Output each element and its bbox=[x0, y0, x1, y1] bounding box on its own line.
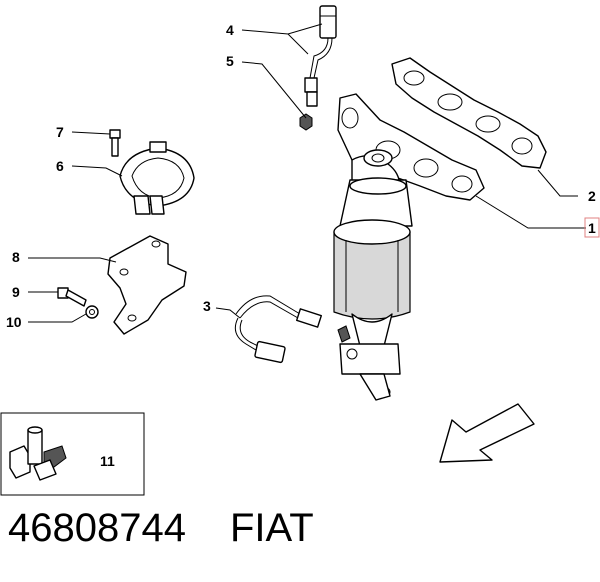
bracket-washer bbox=[85, 305, 99, 319]
callout-2: 2 bbox=[588, 188, 596, 204]
kit-box bbox=[0, 412, 145, 496]
callout-8: 8 bbox=[12, 249, 20, 265]
callout-11: 11 bbox=[100, 453, 115, 469]
clamp-bolt bbox=[109, 129, 121, 157]
manifold-gasket bbox=[391, 57, 547, 169]
brand-name: FIAT bbox=[229, 506, 314, 550]
front-direction-arrow bbox=[439, 403, 535, 463]
callout-4: 4 bbox=[226, 22, 234, 38]
bracket-screw bbox=[57, 287, 87, 307]
downstream-oxygen-sensor bbox=[234, 295, 323, 364]
callout-1: 1 bbox=[588, 220, 596, 236]
footer-caption: 46808744 FIAT bbox=[8, 506, 314, 551]
upstream-oxygen-sensor bbox=[304, 5, 337, 107]
sensor-nut bbox=[299, 113, 313, 131]
part-number: 46808744 bbox=[8, 506, 186, 550]
callout-5: 5 bbox=[226, 53, 234, 69]
part-1-highlight bbox=[584, 217, 600, 238]
manifold-catalytic-converter bbox=[333, 93, 485, 401]
callout-7: 7 bbox=[56, 124, 64, 140]
leader-lines bbox=[28, 23, 586, 323]
kit-icon bbox=[9, 426, 67, 481]
callout-6: 6 bbox=[56, 158, 64, 174]
exhaust-clamp bbox=[119, 141, 195, 215]
callout-10: 10 bbox=[6, 314, 22, 330]
callout-9: 9 bbox=[12, 284, 20, 300]
support-bracket bbox=[107, 235, 187, 335]
callout-3: 3 bbox=[203, 298, 211, 314]
